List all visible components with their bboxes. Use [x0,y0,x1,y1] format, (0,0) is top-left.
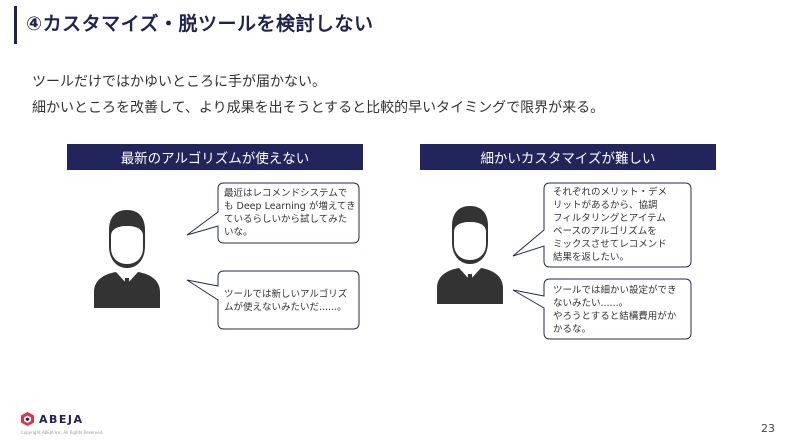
copyright: Copyright ABEJA Inc. All Rights Reserved… [21,430,104,435]
bubble-line: 結果を返したい。 [553,252,630,263]
right-bubble-1-text: それぞれのメリット・デメ リットがあるから、協調 フィルタリングとアイテム ベー… [553,186,667,264]
bubble-line: かるな。 [553,324,592,335]
right-bubble-2-text: ツールでは細かい設定ができ ないみたい......。 やろうとすると結構費用がか… [553,284,677,336]
person-icon [94,210,160,308]
logo-text: ABEJA [39,412,84,426]
bubble-line: ムが使えないみたいだ......。 [224,302,347,313]
abeja-logo-icon [21,412,34,426]
bubble-line: やろうとすると結構費用がか [553,311,677,322]
right-bubble-2-shape [512,278,692,340]
bubble-line: リットがあるから、協調 [553,200,658,211]
intro-line-2: 細かいところを改善して、より成果を出そうとすると比較的早いタイミングで限界が来る… [32,100,605,116]
bubble-line: 最近はレコメンドシステムで [224,188,348,199]
bubble-line: ツールでは新しいアルゴリズ [224,289,348,300]
left-bubble-2-text: ツールでは新しいアルゴリズ ムが使えないみたいだ......。 [224,288,347,314]
abeja-logo: ABEJA [21,412,84,426]
bubble-line: ベースのアルゴリズムを [553,226,657,237]
page-number: 23 [761,422,775,435]
title-accent-bar [14,6,17,44]
page-title: ④カスタマイズ・脱ツールを検討しない [26,13,374,35]
bubble-line: ミックスさせてレコメンド [553,239,667,250]
left-bubble-2-shape [186,270,360,330]
bubble-line: それぞれのメリット・デメ [553,187,668,198]
bubble-line: フィルタリングとアイテム [553,213,666,224]
right-bubble-1-shape [512,182,692,268]
right-panel-heading: 細かいカスタマイズが難しい [420,144,716,170]
left-panel-heading: 最新のアルゴリズムが使えない [67,144,363,170]
left-bubble-1-text: 最近はレコメンドシステムで も Deep Learning が増えてき ているら… [224,187,356,239]
left-bubble-1-shape [186,182,360,244]
intro-line-1: ツールだけではかゆいところに手が届かない。 [32,74,326,90]
person-icon [437,206,503,304]
bubble-line: も Deep Learning が増えてき [224,201,356,212]
bubble-line: いな。 [224,227,253,238]
bubble-line: ツールでは細かい設定ができ [553,285,677,296]
bubble-line: ないみたい......。 [553,298,629,309]
bubble-line: ているらしいから試してみた [224,214,348,225]
